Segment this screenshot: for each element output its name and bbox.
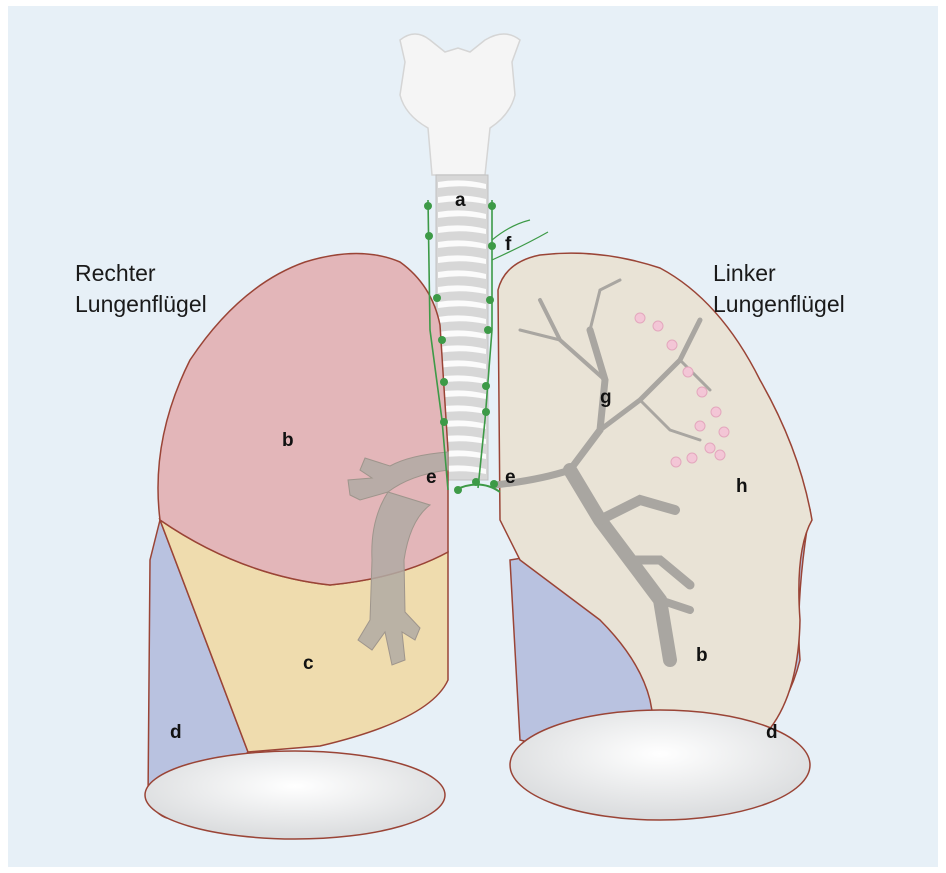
left-lung-label-line2: Lungenflügel	[713, 289, 845, 320]
label-g: g	[600, 387, 612, 408]
left-lung-label: Linker Lungenflügel	[713, 258, 845, 320]
left-lung-label-line1: Linker	[713, 258, 845, 289]
label-e-right: e	[426, 467, 437, 488]
label-c: c	[303, 653, 314, 674]
right-lung-label-line1: Rechter	[75, 258, 207, 289]
label-b-right: b	[282, 430, 294, 451]
label-d-left: d	[766, 722, 778, 743]
label-h: h	[736, 476, 748, 497]
left-diaphragm	[510, 710, 810, 820]
larynx	[400, 34, 520, 175]
label-e-left: e	[505, 467, 516, 488]
right-lung-label: Rechter Lungenflügel	[75, 258, 207, 320]
right-lung	[145, 254, 448, 840]
left-lung	[495, 253, 812, 820]
label-b-left: b	[696, 645, 708, 666]
label-d-right: d	[170, 722, 182, 743]
label-a: a	[455, 190, 466, 211]
label-f: f	[505, 234, 512, 255]
right-lung-label-line2: Lungenflügel	[75, 289, 207, 320]
right-diaphragm	[145, 751, 445, 839]
